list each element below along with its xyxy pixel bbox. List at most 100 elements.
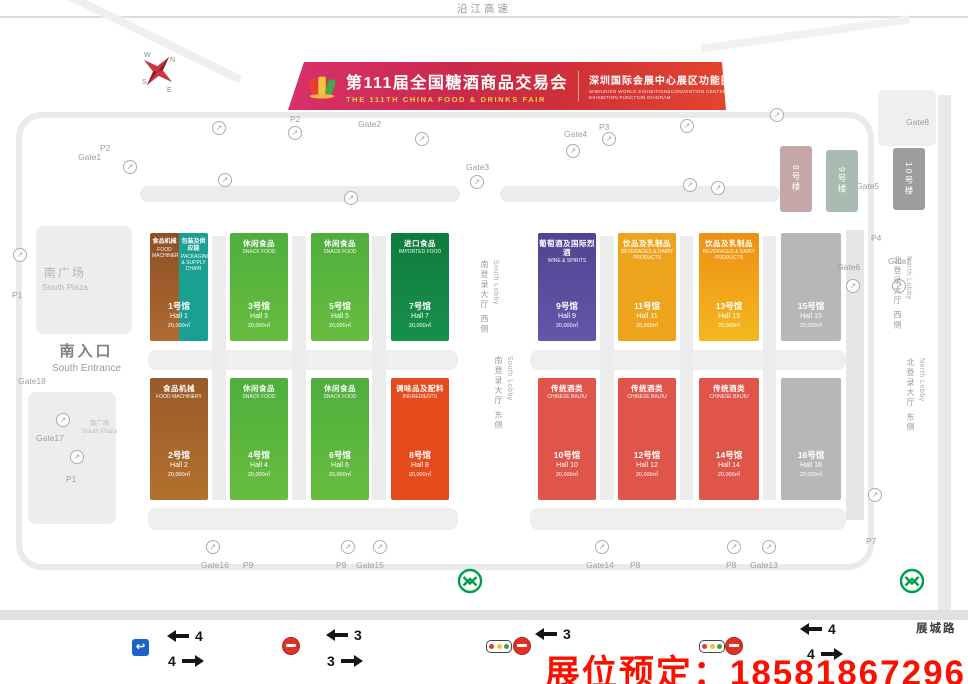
lane-count-left: 3 — [535, 626, 571, 642]
map-road-shape — [148, 508, 458, 530]
hall-1-number: 1号馆 — [168, 301, 190, 311]
south-entrance-cn: 南入口 — [59, 343, 114, 360]
hall-13-area: 20,000㎡ — [717, 323, 741, 329]
gate-label-p8: P8 — [726, 560, 737, 570]
hall-8-number: 8号馆 — [409, 450, 431, 460]
fair-title-cn: 第111届全国糖酒商品交易会 — [346, 74, 568, 92]
arrow-right-icon — [340, 655, 363, 666]
entrance-arrow-icon: ↗ — [373, 540, 387, 554]
entrance-arrow-icon: ↗ — [602, 132, 616, 146]
lobby-label-cn: 北登录大厅 东侧 — [906, 358, 915, 433]
hall-10-name: Hall 10 — [556, 462, 578, 469]
map-corridor-shape — [212, 236, 226, 500]
hall-3-category-cn: 休闲食品 — [243, 239, 275, 248]
hall-1-area: 20,000㎡ — [167, 323, 191, 329]
gate-label-gate6: Gate6 — [837, 262, 861, 272]
hall-2-category-cn: 食品机械 — [163, 384, 195, 393]
entrance-arrow-icon: ↗ — [206, 540, 220, 554]
compass-n: N — [170, 57, 175, 64]
hall-3-number: 3号馆 — [248, 301, 270, 311]
arrow-left-icon — [326, 629, 348, 640]
fair-banner: 第111届全国糖酒商品交易会 THE 111TH CHINA FOOD & DR… — [288, 62, 726, 110]
lane-number: 4 — [828, 621, 836, 637]
lane-number: 4 — [168, 653, 176, 669]
booth-reservation-ad: 展位预定：18581867296 — [544, 654, 966, 684]
gate-label-gate18: Gate18 — [18, 376, 46, 386]
lobby-label-cn: 南登录大厅 东侧 — [494, 356, 503, 431]
gate-label-p3: P3 — [599, 122, 610, 132]
entrance-arrow-icon: ↗ — [13, 248, 27, 262]
banner-title-block: 第111届全国糖酒商品交易会 THE 111TH CHINA FOOD & DR… — [346, 69, 568, 104]
gate-label-p7: P7 — [866, 536, 877, 546]
gate-label-p1: P1 — [66, 474, 77, 484]
compass-e: E — [167, 87, 172, 94]
traffic-light-dot — [709, 644, 715, 649]
entrance-arrow-icon: ↗ — [846, 279, 860, 293]
hall-5-name: Hall 5 — [331, 313, 349, 320]
hall-3-name: Hall 3 — [250, 313, 268, 320]
hall-10-area: 20,000㎡ — [555, 472, 579, 478]
map-road-shape — [700, 15, 910, 53]
gate-label-gate14: Gate14 — [586, 560, 614, 570]
hall-9-number: 9号馆 — [556, 301, 578, 311]
entrance-arrow-icon: ↗ — [344, 191, 358, 205]
entrance-arrow-icon: ↗ — [727, 540, 741, 554]
gate-label-gate1: Gate1 — [78, 152, 102, 162]
entrance-arrow-icon: ↗ — [683, 178, 697, 192]
gate-label-p9: P9 — [243, 560, 254, 570]
hall-13-number: 13号馆 — [715, 301, 743, 311]
entrance-arrow-icon: ↗ — [566, 144, 580, 158]
traffic-light-dot — [496, 644, 502, 649]
compass-s: S — [142, 79, 147, 86]
hall-2-name: Hall 2 — [170, 462, 188, 469]
lane-number: 4 — [195, 628, 203, 644]
hall-8-area: 20,000㎡ — [408, 472, 432, 478]
fair-logo-icon — [306, 72, 338, 100]
traffic-light-icon — [699, 640, 725, 653]
map-corridor-shape — [372, 236, 386, 500]
hall-6-category-en: SNACK FOOD — [323, 394, 357, 400]
arrow-left-icon — [800, 623, 822, 634]
hall-14-category-en: CHINESE BAIJIU — [709, 394, 749, 400]
lobby-label-cn: 南登录大厅 西侧 — [480, 260, 489, 335]
hall-15-block — [781, 233, 841, 341]
no-entry-sign-icon — [282, 637, 300, 655]
hall-15-name: Hall 15 — [800, 313, 822, 320]
hall-16-number: 16号馆 — [797, 450, 825, 460]
hall-7-category-en: IMPORTED FOOD — [398, 249, 442, 255]
compass-w: W — [144, 52, 151, 59]
gate-label-p1: P1 — [12, 290, 23, 300]
entrance-arrow-icon: ↗ — [470, 175, 484, 189]
traffic-light-dot — [503, 644, 509, 649]
hall-16-name: Hall 16 — [800, 462, 822, 469]
map-road-shape — [530, 508, 846, 530]
lane-number: 3 — [327, 653, 335, 669]
venue-title-en-1: SHENZHEN WORLD EXHIBITION&CONVENTION CEN… — [588, 88, 727, 94]
lobby-label-en: North Lobby — [905, 256, 912, 300]
map-road-shape — [0, 610, 968, 620]
